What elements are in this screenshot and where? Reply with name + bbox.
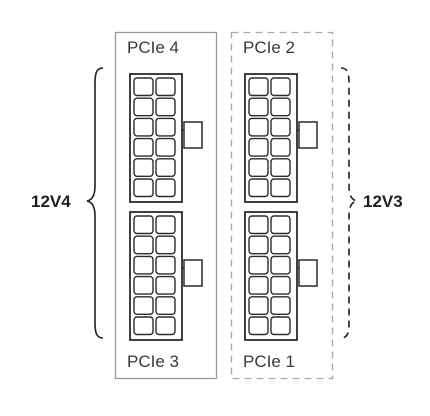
- label-pcie-3: PCIe 3: [127, 352, 179, 371]
- label-pcie-1: PCIe 1: [243, 352, 295, 371]
- pin-cell: [248, 296, 269, 315]
- pin-cell: [248, 215, 269, 235]
- group-label-12v3: 12V3: [363, 192, 403, 211]
- pin-cell: [248, 158, 269, 178]
- connector-pcie-1: [244, 211, 318, 341]
- pin-cell: [270, 215, 291, 235]
- pin-cell: [270, 235, 291, 255]
- pin-cell: [248, 275, 269, 295]
- pin-cell: [133, 296, 154, 315]
- pin-cell: [270, 296, 291, 315]
- pin-cell: [155, 77, 176, 97]
- right-dashed-frame: [230, 31, 334, 380]
- pin-cell: [155, 215, 176, 235]
- pin-cell: [133, 117, 154, 137]
- connector-pcie-4: [129, 73, 203, 203]
- pin-cell: [270, 97, 291, 117]
- pin-cell: [133, 158, 154, 178]
- pin-cell: [133, 137, 154, 157]
- pin-cell: [155, 296, 176, 315]
- pin-cell: [248, 255, 269, 275]
- pin-cell: [133, 275, 154, 295]
- latch-tab: [183, 121, 203, 149]
- pin-cell: [133, 255, 154, 275]
- pin-cell: [270, 255, 291, 275]
- pin-cell: [133, 178, 154, 198]
- pin-cell: [248, 77, 269, 97]
- latch-tab: [298, 259, 318, 287]
- pin-cell: [270, 77, 291, 97]
- pin-cell: [270, 316, 291, 336]
- pin-cell: [155, 255, 176, 275]
- pin-cell: [248, 316, 269, 336]
- pin-cell: [248, 137, 269, 157]
- connector-pcie-2: [244, 73, 318, 203]
- pin-cell: [155, 117, 176, 137]
- pin-cell: [155, 158, 176, 178]
- connector-pcie-3: [129, 211, 203, 341]
- pin-cell: [133, 215, 154, 235]
- label-pcie-2: PCIe 2: [243, 38, 295, 57]
- pin-cell: [155, 275, 176, 295]
- right-dashed-brace: [340, 67, 358, 339]
- pin-cell: [133, 97, 154, 117]
- label-pcie-4: PCIe 4: [127, 38, 179, 57]
- pin-cell: [270, 275, 291, 295]
- pin-cell: [155, 178, 176, 198]
- pin-cell: [155, 316, 176, 336]
- left-solid-frame: [114, 31, 218, 380]
- pin-cell: [248, 97, 269, 117]
- pin-cell: [155, 137, 176, 157]
- pin-cell: [270, 158, 291, 178]
- pin-cell: [270, 117, 291, 137]
- pin-cell: [248, 178, 269, 198]
- pin-cell: [248, 117, 269, 137]
- group-label-12v4: 12V4: [31, 192, 71, 211]
- pin-cell: [155, 97, 176, 117]
- pin-cell: [248, 235, 269, 255]
- pin-cell: [133, 235, 154, 255]
- left-brace: [86, 67, 104, 339]
- pin-cell: [133, 316, 154, 336]
- pin-cell: [270, 137, 291, 157]
- latch-tab: [183, 259, 203, 287]
- latch-tab: [298, 121, 318, 149]
- pin-cell: [133, 77, 154, 97]
- pin-cell: [155, 235, 176, 255]
- pin-cell: [270, 178, 291, 198]
